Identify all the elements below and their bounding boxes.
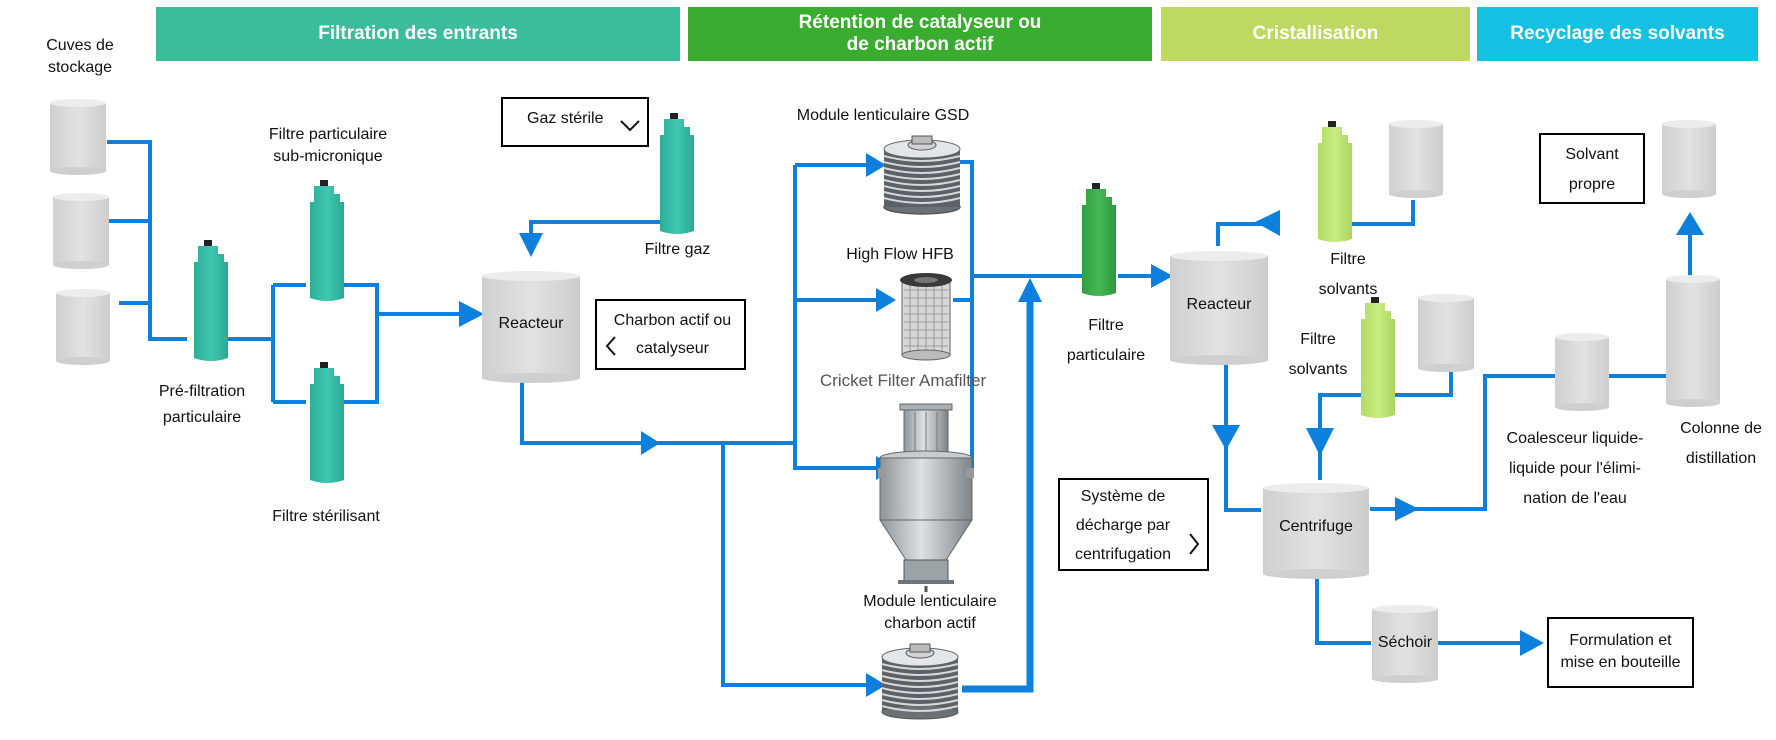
activated-carbon-box[interactable]: Charbon actif ou catalyseur [595,299,746,370]
solvent-tank-top [1389,120,1443,198]
reactor-2 [1170,251,1268,365]
dryer-vessel [1372,605,1438,683]
reactor-2-label: Reacteur [1186,296,1252,313]
prefilter-cartridge [194,240,228,361]
header-solvent-recycling: Recyclage des solvants [1510,23,1725,44]
formulation-label: Formulation et mise en bouteille [1560,632,1681,671]
vessels [482,120,1720,683]
solvent-tank-mid [1418,294,1474,372]
chevron-left-icon [605,336,616,356]
label-prefilter: Pré-filtration particulaire [158,383,246,426]
label-submicron-filter: Filtre particulaire sub-micronique [268,126,388,165]
label-carbon-lenticular: Module lenticulaire charbon actif [863,593,997,632]
header-crystallization: Cristallisation [1252,23,1379,44]
label-coalescer: Coalesceur liquide- liquide pour l'élimi… [1506,430,1644,507]
tank-storage-3 [56,289,110,365]
storage-tanks [50,99,110,365]
cricket-filter-vessel [878,403,974,592]
sterile-gas-box[interactable]: Gaz stérile [501,97,649,147]
discharge-label: Système de décharge par centrifugation [1074,488,1172,563]
label-sterilizing-filter: Filtre stérilisant [272,508,380,525]
tank-storage-1 [50,99,106,175]
chevron-down-icon [620,120,640,132]
label-particle-filter: Filtre particulaire [1066,317,1146,364]
reactor-1 [482,271,580,383]
clean-solvent-box[interactable]: Solvant propre [1539,133,1645,204]
solvent-filter-mid-cartridge [1361,297,1395,418]
reactor-1-label: Reacteur [498,315,564,332]
clean-solvent-tank [1662,120,1716,198]
stage-headers [156,7,1758,61]
label-cricket-filter: Cricket Filter Amafilter [819,371,987,390]
activated-carbon-label: Charbon actif ou catalyseur [613,312,732,357]
label-storage-tanks: Cuves de stockage [46,37,114,76]
header-catalyst-retention: Rétention de catalyseur ou de charbon ac… [798,12,1042,55]
flow-arrowheads [459,153,1704,697]
centrifuge-label: Centrifuge [1279,518,1353,535]
carbon-lenticular-module [881,643,959,720]
label-solvent-filter-top: Filtre solvants [1318,251,1378,298]
tank-storage-2 [53,193,109,269]
solvent-filter-top-cartridge [1318,121,1352,242]
flow-lines [107,140,1692,693]
distillation-column [1666,275,1720,407]
centrifuge-discharge-box[interactable]: Système de décharge par centrifugation [1058,478,1209,571]
label-hfb: High Flow HFB [846,246,954,263]
label-gas-filter: Filtre gaz [644,241,711,258]
cartridge-filters [194,113,1395,483]
formulation-box[interactable]: Formulation et mise en bouteille [1547,617,1694,688]
submicron-cartridge [310,180,344,301]
sterilizing-cartridge [310,362,344,483]
sterile-gas-label: Gaz stérile [527,110,604,127]
gsd-lenticular-module [883,135,961,215]
particle-filter-cartridge [1082,183,1116,296]
dryer-label: Séchoir [1377,634,1433,651]
gas-filter-cartridge [660,113,694,234]
header-input-filtration: Filtration des entrants [318,23,518,44]
coalescer-tank [1555,333,1609,411]
hfb-filter-element [900,273,952,361]
chevron-right-icon [1189,533,1200,555]
label-distillation-column: Colonne de distillation [1680,420,1762,467]
centrifuge-vessel [1263,483,1369,579]
clean-solvent-label: Solvant propre [1565,146,1619,193]
label-gsd-module: Module lenticulaire GSD [796,107,970,124]
label-solvent-filter-mid: Filtre solvants [1288,331,1348,378]
